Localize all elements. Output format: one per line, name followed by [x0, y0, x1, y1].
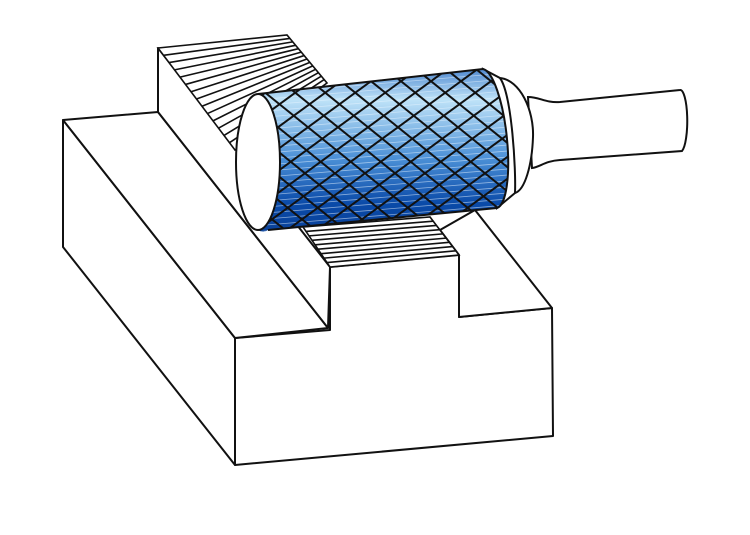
- burr-flute: [259, 69, 509, 232]
- hatch-line: [326, 249, 456, 264]
- hatch-line: [320, 241, 450, 255]
- burr-body-outline: [257, 67, 510, 231]
- hatch-line: [179, 47, 299, 78]
- hatch-line: [190, 54, 305, 93]
- burr-shank: [526, 89, 689, 170]
- hatch-line: [308, 224, 437, 237]
- collar-edge: [499, 77, 517, 194]
- hatch-line: [163, 37, 290, 57]
- burr-flute: [240, 69, 371, 232]
- burr-flute: [240, 69, 371, 232]
- burr-flute: [240, 69, 431, 232]
- hatch-line: [323, 245, 453, 259]
- hatch-line: [174, 44, 296, 71]
- burr-highlight-stripe: [240, 77, 509, 103]
- burr-highlight-stripe: [240, 101, 509, 127]
- hatch-lines-slot: [305, 220, 456, 264]
- burr-flute: [240, 69, 341, 232]
- hatch-line: [201, 61, 311, 108]
- hatch-line: [317, 237, 447, 251]
- burr-flute: [240, 69, 431, 232]
- burr-highlight-stripe: [240, 185, 509, 211]
- right-ledge-top: [439, 209, 553, 318]
- burr-flute: [439, 69, 509, 232]
- back-ridge-top: [156, 34, 329, 152]
- burr-flute: [240, 69, 341, 232]
- hatch-line: [207, 65, 314, 115]
- burr-flute: [319, 69, 509, 232]
- hatch-line: [314, 233, 443, 246]
- hatch-line: [311, 228, 440, 242]
- hatch-line: [185, 51, 302, 86]
- burr-highlight-stripe: [240, 191, 509, 217]
- burr-end-face: [235, 93, 281, 231]
- hatch-line: [196, 58, 308, 100]
- burr-flute: [409, 69, 509, 232]
- burr-highlight-stripe: [240, 89, 509, 115]
- hatch-line: [168, 41, 293, 64]
- burr-flute: [240, 69, 491, 232]
- hatch-line: [305, 220, 434, 233]
